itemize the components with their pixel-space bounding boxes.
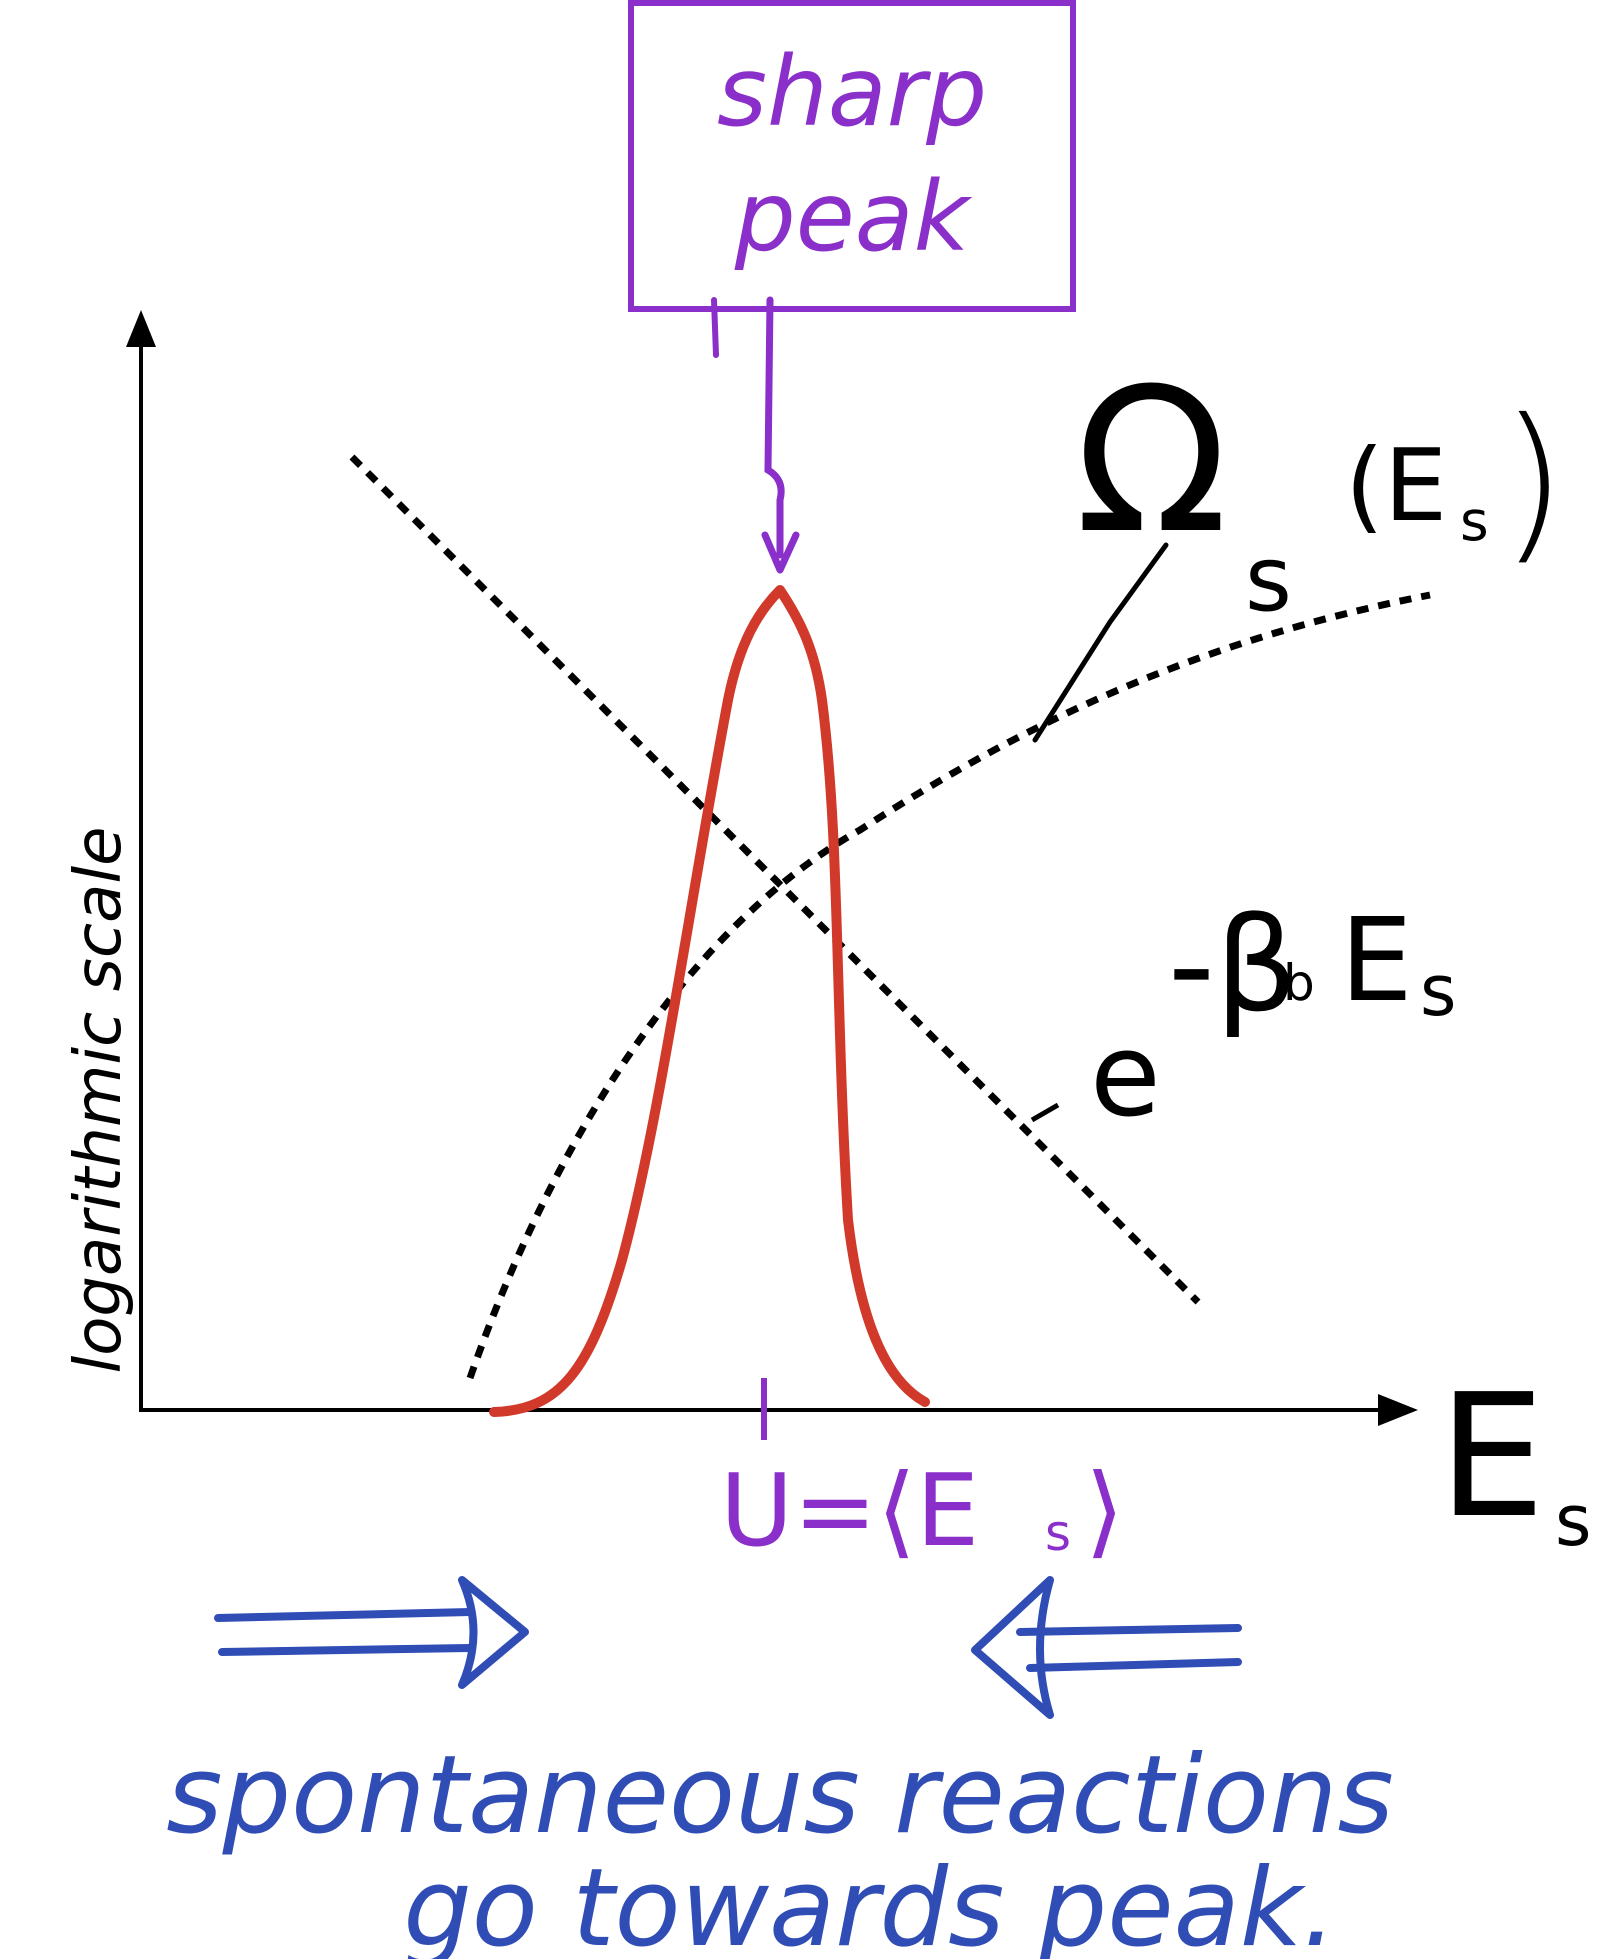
callout-box bbox=[628, 0, 1076, 312]
y-axis-label: logarithmic scale bbox=[62, 826, 136, 1373]
boltzmann-E-sub: s bbox=[1420, 950, 1456, 1032]
omega-arg-sub: s bbox=[1460, 489, 1489, 553]
boltzmann-line bbox=[349, 454, 1201, 1305]
boltzmann-e: e bbox=[1090, 1009, 1161, 1143]
boltzmann-exp: -β bbox=[1168, 889, 1298, 1041]
omega-curve bbox=[466, 591, 1431, 1380]
omega-label: Ω bbox=[1075, 345, 1228, 578]
caption-line-1: spontaneous reactions bbox=[166, 1733, 1393, 1858]
left-double-arrow bbox=[971, 1576, 1242, 1719]
right-double-arrow bbox=[214, 1576, 529, 1689]
omega-label-sub: s bbox=[1245, 527, 1292, 632]
omega-close: ) bbox=[1500, 383, 1566, 581]
callout-tick bbox=[711, 297, 719, 358]
x-axis-label-sub: s bbox=[1555, 1480, 1591, 1562]
x-axis-arrowhead bbox=[1378, 1394, 1418, 1426]
boltzmann-pointer bbox=[1030, 1102, 1060, 1123]
boltzmann-E: E bbox=[1340, 894, 1413, 1028]
callout-line-sharp: sharp bbox=[717, 36, 987, 148]
mean-label-sub: s bbox=[1045, 1504, 1071, 1562]
mean-label: U=⟨E bbox=[720, 1452, 979, 1569]
omega-pointer bbox=[1032, 542, 1169, 743]
y-axis-arrowhead bbox=[126, 310, 156, 347]
caption-line-2: go towards peak. bbox=[403, 1846, 1337, 1959]
peak-curve bbox=[489, 585, 930, 1417]
callout-arrowhead bbox=[761, 531, 800, 574]
omega-arg: (E bbox=[1345, 427, 1447, 544]
callout-line-peak: peak bbox=[734, 161, 973, 273]
boltzmann-exp-sub: b bbox=[1283, 954, 1315, 1012]
callout-arrow-shaft bbox=[764, 296, 785, 559]
mean-label-close: ⟩ bbox=[1085, 1452, 1124, 1569]
x-axis-label: E bbox=[1438, 1358, 1545, 1556]
